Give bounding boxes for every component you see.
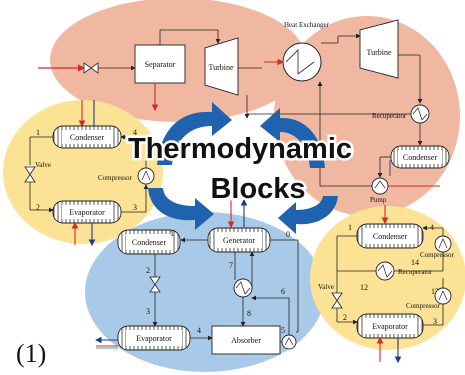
cycle-arrows [148, 102, 338, 234]
left-state-3: 3 [133, 203, 137, 212]
br-state-12: 12 [360, 283, 368, 292]
absorber-label: Absorber [231, 336, 261, 345]
absorber-box [211, 325, 281, 355]
diagram-title: Thermodynamic Blocks [126, 131, 355, 208]
center-pump-icon [281, 334, 297, 350]
top-cycle: Separator Turbine [38, 29, 262, 119]
left-state-1: 1 [36, 128, 40, 137]
br-state-13: 13 [431, 287, 439, 296]
center-state-8: 8 [247, 309, 251, 318]
throttle-valve-icon [83, 62, 99, 74]
br-state-14: 14 [411, 258, 419, 267]
br-state-4: 4 [430, 223, 434, 232]
left-state-4: 4 [133, 128, 137, 137]
center-state-6: 6 [281, 287, 285, 296]
left-valve-icon [24, 166, 36, 183]
left-evaporator-label: Evaporator [69, 208, 105, 217]
left-cycle: Condenser 1 4 Valve 2 Evaporator 3 Compr… [24, 100, 155, 247]
pump-label: Pump [370, 196, 387, 204]
curved-arrow-top-left [157, 102, 232, 165]
center-state-0: 0 [286, 230, 290, 239]
curved-arrow-bottom-left [148, 188, 214, 230]
title-line-1: Thermodynamic [128, 133, 352, 165]
left-valve-label: Valve [35, 161, 51, 169]
left-compressor-label: Compressor [98, 174, 133, 182]
center-state-5: 5 [281, 326, 285, 335]
curved-arrow-bottom-right [278, 196, 338, 234]
left-state-2: 2 [36, 203, 40, 212]
generator-label: Generator [223, 236, 255, 245]
heat-exchanger-label: Heat Exchanger [284, 21, 330, 29]
bottom-right-compressor-bottom-label: Compressor [406, 302, 441, 310]
heat-exchanger-icon [282, 42, 322, 82]
center-evaporator-label: Evaporator [136, 334, 172, 343]
top-turbine-icon [204, 37, 239, 96]
separator-box [134, 44, 186, 84]
center-cycle: Generator 0 Condenser 1 2 3 Evaporator 4… [94, 198, 299, 355]
br-state-1: 1 [348, 223, 352, 232]
right-cycle: Heat Exchanger Turbine Recuperator Conde… [247, 19, 450, 204]
bottom-right-valve-icon [331, 292, 343, 309]
right-turbine-icon [359, 19, 399, 79]
center-state-1: 1 [170, 229, 174, 238]
center-state-2: 2 [146, 266, 150, 275]
center-state-7: 7 [229, 261, 233, 270]
right-condenser-label: Condenser [403, 153, 438, 162]
left-condenser-label: Condenser [70, 133, 105, 142]
center-state-4: 4 [197, 326, 201, 335]
center-condenser-label: Condenser [132, 238, 167, 247]
br-state-2: 2 [343, 313, 347, 322]
bottom-right-valve-label: Valve [318, 283, 334, 291]
bottom-right-recuperator-label: Recuperator [398, 268, 433, 276]
center-state-3: 3 [146, 307, 150, 316]
top-turbine-label: Turbine [208, 63, 233, 72]
curved-arrow-top-right [260, 108, 325, 168]
bottom-right-condenser-label: Condenser [373, 232, 408, 241]
title-line-2: Blocks [210, 173, 305, 205]
figure-number: (1) [16, 339, 46, 368]
separator-label: Separator [145, 60, 176, 69]
center-valve-icon [149, 276, 161, 293]
br-state-3: 3 [433, 317, 437, 326]
bottom-right-cycle: Condenser 1 4 Valve 2 Recuperator 14 12 … [318, 205, 455, 364]
right-recuperator-label: Recuperator [372, 112, 407, 120]
right-turbine-label: Turbine [366, 48, 391, 57]
bottom-right-compressor-top-label: Compressor [420, 251, 455, 259]
bottom-right-evaporator-label: Evaporator [372, 322, 408, 331]
